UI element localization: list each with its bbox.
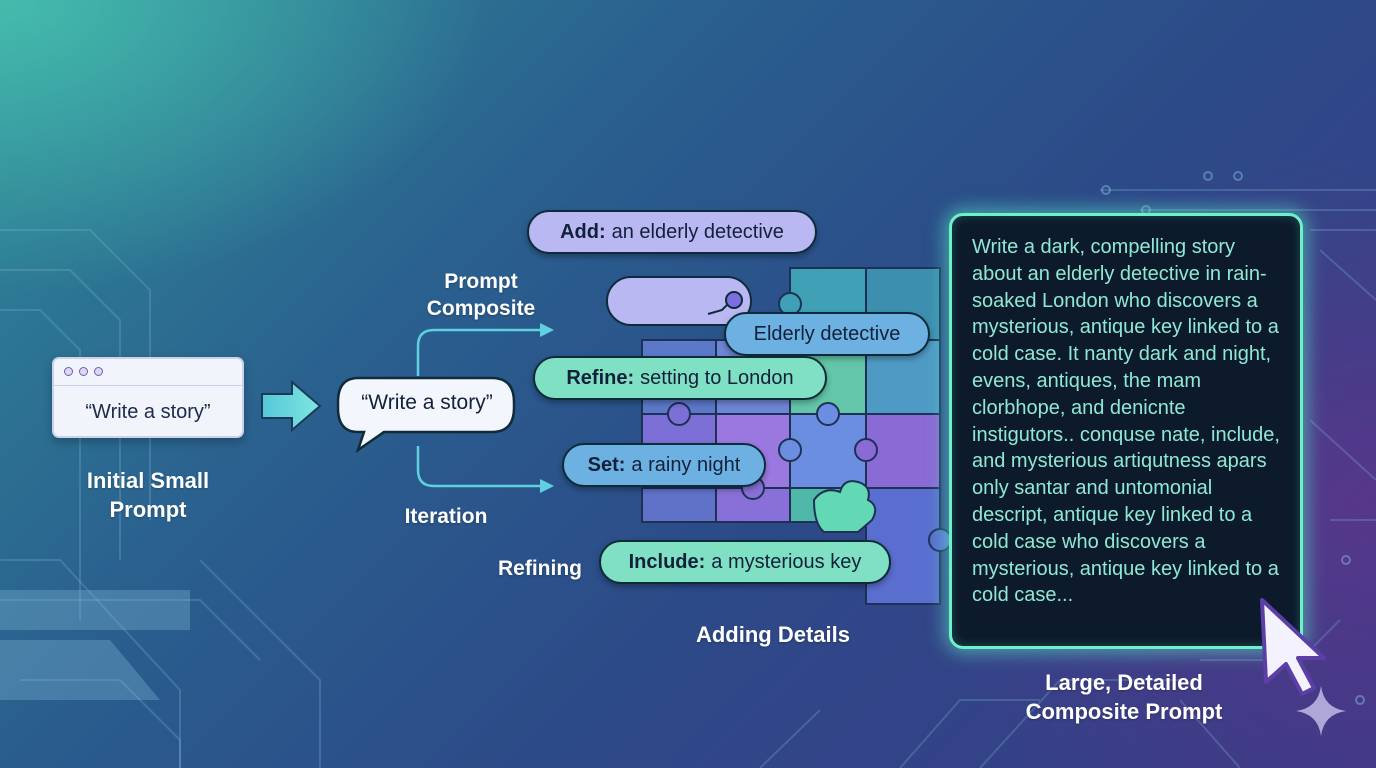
- initial-prompt-label: Initial Small Prompt: [40, 466, 256, 524]
- chip-refine-value: setting to London: [640, 366, 794, 389]
- chip-add-value: an elderly detective: [611, 220, 784, 243]
- branch-arrows: [416, 323, 554, 493]
- chip-add-key: Add:: [560, 220, 606, 243]
- chip-refine-key: Refine:: [566, 366, 635, 389]
- initial-prompt-window: “Write a story”: [52, 357, 244, 438]
- window-dots-icon: [54, 359, 242, 386]
- composite-prompt-text: Write a dark, compelling story about an …: [972, 236, 1280, 607]
- chip-include-key: Include:: [628, 550, 706, 573]
- composite-prompt-label-line1: Large, Detailed: [1045, 670, 1203, 695]
- arrow-right-icon: [261, 380, 322, 432]
- refining-label: Refining: [498, 557, 582, 580]
- cursor-pointer-icon: [1260, 598, 1326, 696]
- chip-refine: Refine: setting to London: [533, 356, 827, 400]
- chip-add: Add: an elderly detective: [527, 210, 817, 254]
- chip-include: Include: a mysterious key: [599, 540, 891, 584]
- chip-set-key: Set:: [587, 453, 626, 476]
- blank-chip-icon: [606, 276, 752, 326]
- initial-prompt-text: “Write a story”: [85, 401, 211, 423]
- chip-set: Set: a rainy night: [562, 443, 766, 487]
- iteration-label: Iteration: [404, 505, 488, 528]
- bubble-text: “Write a story”: [361, 391, 493, 414]
- composite-label-line1: Prompt: [444, 270, 518, 293]
- composite-label-line2: Composite: [426, 297, 536, 320]
- adding-details-label: Adding Details: [695, 622, 850, 647]
- sparkle-icon: [1296, 686, 1346, 736]
- composite-prompt-label: Large, Detailed Composite Prompt: [994, 668, 1254, 726]
- prompt-composite-label: Prompt Composite: [408, 268, 554, 322]
- composite-prompt-label-line2: Composite Prompt: [1025, 699, 1223, 724]
- initial-label-line1: Initial Small: [86, 468, 210, 493]
- initial-label-line2: Prompt: [109, 497, 187, 522]
- chip-include-value: a mysterious key: [711, 550, 862, 573]
- speech-bubble-icon: [336, 376, 516, 454]
- chip-elderly-detective: Elderly detective: [724, 312, 930, 356]
- chip-set-value: a rainy night: [631, 453, 741, 476]
- chip-detective-text: Elderly detective: [753, 322, 901, 345]
- composite-prompt-panel: Write a dark, compelling story about an …: [949, 213, 1303, 649]
